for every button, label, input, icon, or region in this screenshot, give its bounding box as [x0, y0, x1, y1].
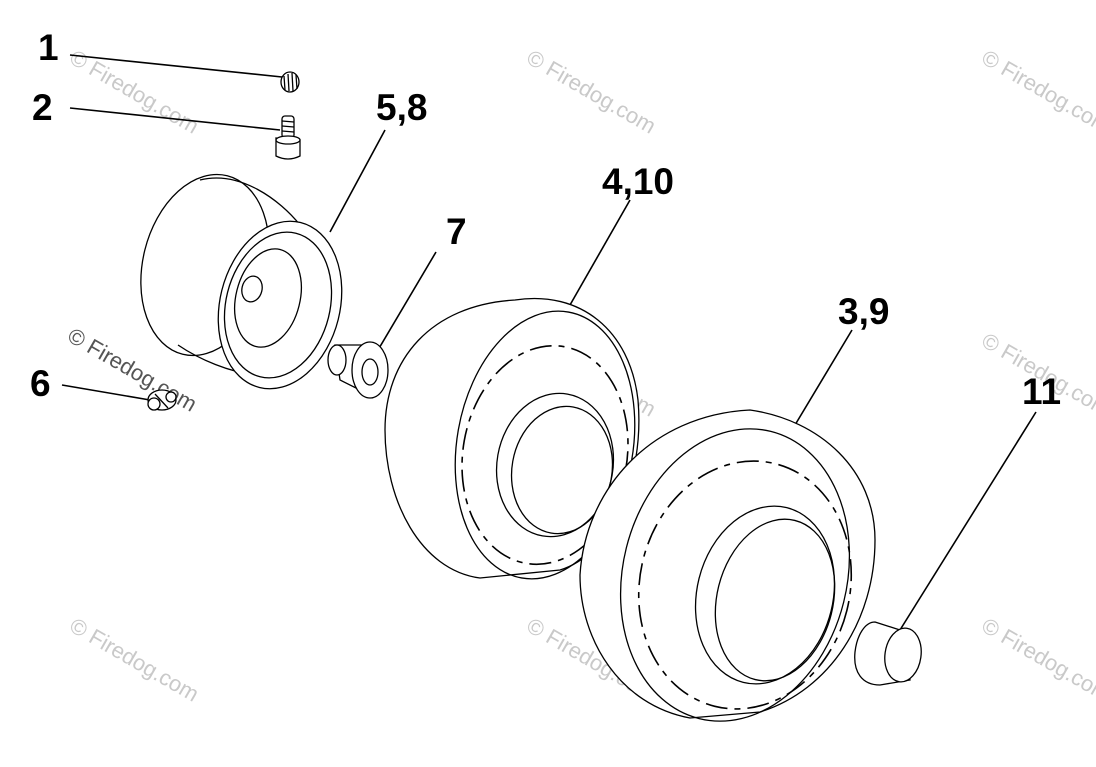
watermark: © Firedog.com — [523, 45, 661, 139]
callout-label: 1 — [38, 27, 59, 68]
callout-label: 6 — [30, 363, 51, 404]
watermark: © Firedog.com — [66, 45, 204, 139]
valve-stem-icon — [275, 115, 301, 160]
bushing-icon — [327, 341, 389, 399]
watermark: © Firedog.com — [978, 45, 1096, 139]
valve-cap-icon — [280, 71, 300, 93]
grease-fitting-icon — [147, 389, 177, 411]
tire-icon — [579, 409, 876, 722]
callout-label: 4,10 — [602, 161, 674, 202]
callout-label: 3,9 — [838, 291, 889, 332]
callout-label: 5,8 — [376, 87, 427, 128]
watermark: © Firedog.com — [66, 613, 204, 707]
callout-label: 2 — [32, 87, 53, 128]
leader-lines — [61, 54, 1037, 631]
callout-label: 11 — [1022, 371, 1061, 412]
wheel-rim-icon — [140, 173, 343, 390]
watermark: © Firedog.com — [978, 613, 1096, 707]
callout-labels: 1 2 5,8 4,10 7 3,9 6 11 — [30, 27, 1061, 412]
callout-label: 7 — [446, 211, 467, 252]
hub-cap-icon — [854, 621, 922, 686]
